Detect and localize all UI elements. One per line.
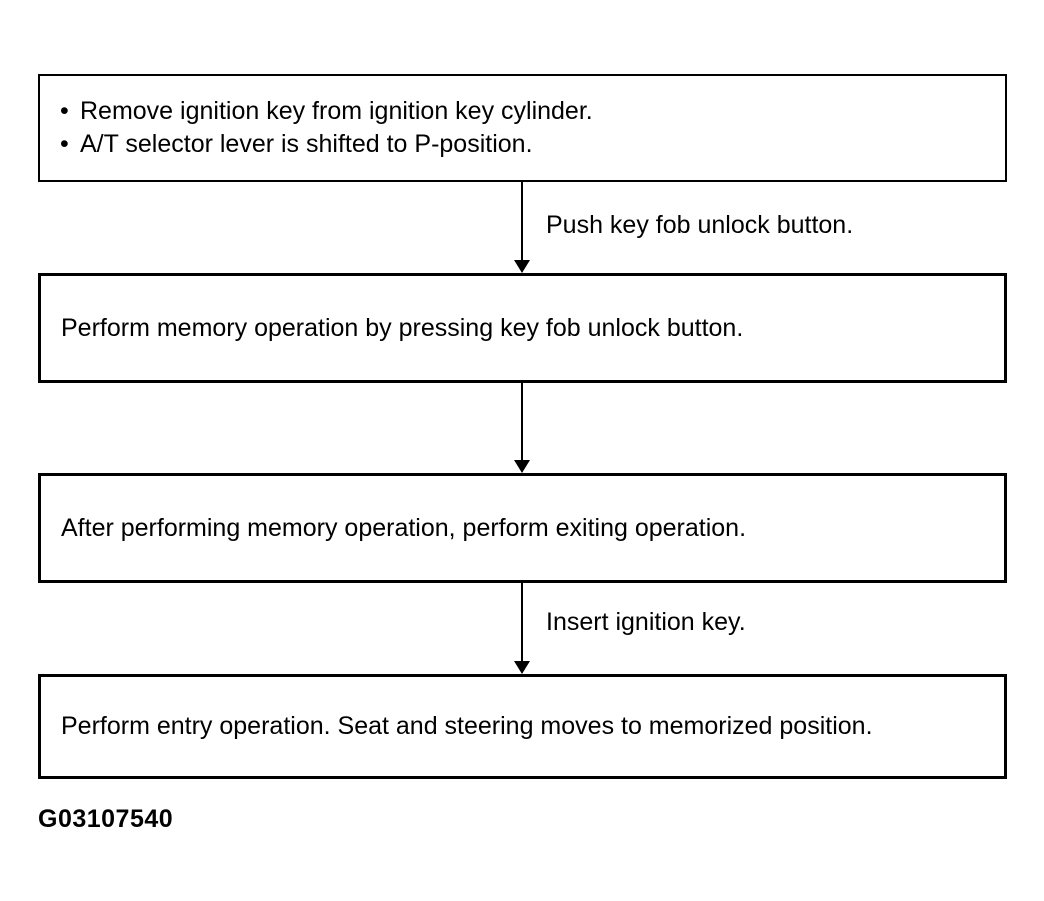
arrow-head-icon	[514, 260, 530, 273]
down-arrow-2	[514, 383, 530, 473]
precondition-item: • Remove ignition key from ignition key …	[60, 95, 997, 128]
arrow-shaft	[521, 583, 523, 663]
step-box-1: Perform memory operation by pressing key…	[38, 273, 1007, 383]
down-arrow-1	[514, 182, 530, 273]
bullet-icon: •	[60, 97, 69, 125]
precondition-text-1: Remove ignition key from ignition key cy…	[80, 97, 593, 125]
arrow-1-label: Push key fob unlock button.	[546, 211, 854, 239]
step-3-text: Perform entry operation. Seat and steeri…	[61, 712, 873, 740]
arrow-head-icon	[514, 460, 530, 473]
step-2-text: After performing memory operation, perfo…	[61, 513, 747, 542]
step-1-text: Perform memory operation by pressing key…	[61, 313, 744, 342]
down-arrow-3	[514, 583, 530, 674]
bullet-icon: •	[60, 130, 69, 158]
step-box-2: After performing memory operation, perfo…	[38, 473, 1007, 583]
arrow-3-label: Insert ignition key.	[546, 608, 746, 636]
arrow-shaft	[521, 182, 523, 262]
precondition-box: • Remove ignition key from ignition key …	[38, 74, 1007, 182]
precondition-text-2: A/T selector lever is shifted to P-posit…	[80, 130, 533, 158]
arrow-shaft	[521, 383, 523, 462]
step-box-3: Perform entry operation. Seat and steeri…	[38, 674, 1007, 779]
figure-code: G03107540	[38, 805, 174, 833]
precondition-item: • A/T selector lever is shifted to P-pos…	[60, 128, 997, 161]
arrow-head-icon	[514, 661, 530, 674]
